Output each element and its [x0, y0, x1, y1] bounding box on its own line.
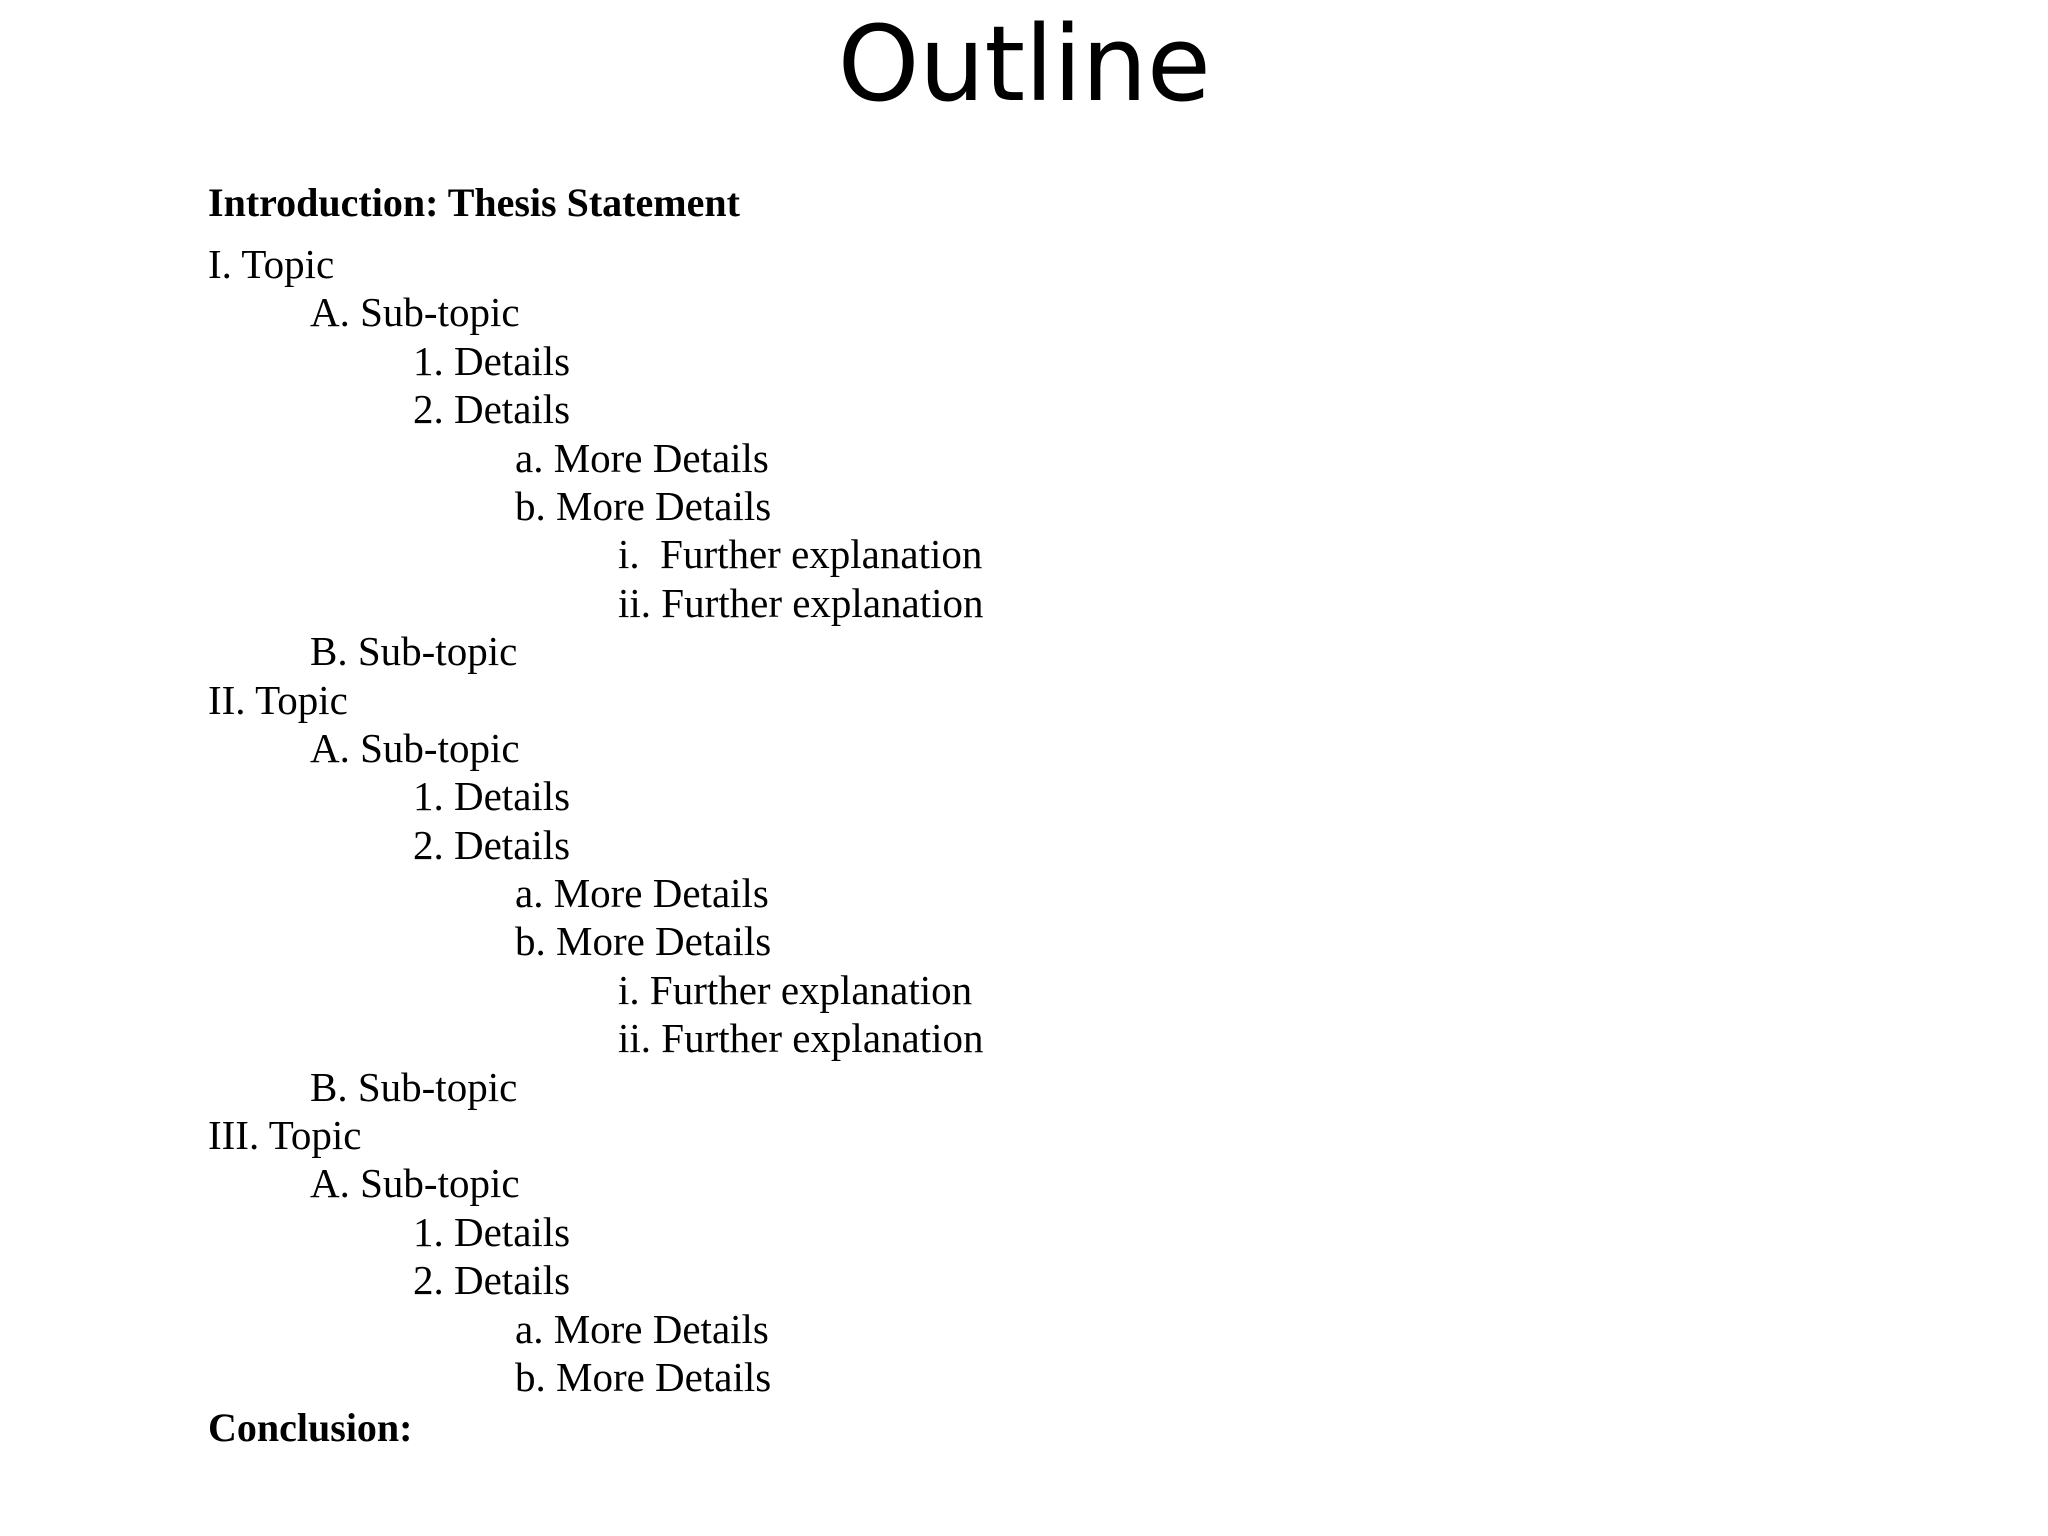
outline-item: b. More Details — [515, 918, 772, 965]
outline-item: a. More Details — [515, 434, 769, 481]
outline-heading: Introduction: Thesis Statement — [208, 180, 740, 225]
outline-item: a. More Details — [515, 870, 769, 917]
outline-item: 1. Details — [413, 1208, 571, 1255]
outline-item: ii. Further explanation — [618, 579, 984, 626]
outline-item: b. More Details — [515, 1353, 772, 1400]
outline-item: b. More Details — [515, 482, 772, 529]
outline-heading: Conclusion: — [208, 1405, 413, 1451]
outline-item: A. Sub-topic — [310, 724, 520, 771]
outline-item: I. Topic — [208, 241, 335, 287]
outline-item: 2. Details — [413, 386, 571, 433]
outline-item: III. Topic — [208, 1112, 362, 1159]
outline-item: 1. Details — [413, 337, 571, 384]
outline-item: i. Further explanation — [618, 531, 983, 578]
outline-item: 1. Details — [413, 773, 571, 820]
outline-item: a. More Details — [515, 1305, 769, 1352]
outline-item: 2. Details — [413, 821, 571, 868]
outline-item: B. Sub-topic — [310, 1063, 518, 1110]
outline-item: B. Sub-topic — [310, 628, 518, 675]
outline-item: ii. Further explanation — [618, 1015, 984, 1062]
outline-item: A. Sub-topic — [310, 1160, 520, 1207]
outline-item: 2. Details — [413, 1257, 571, 1304]
outline-item: II. Topic — [208, 676, 348, 723]
outline-item: i. Further explanation — [618, 966, 973, 1013]
page-title: Outline — [837, 3, 1211, 125]
outline-item: A. Sub-topic — [310, 289, 520, 336]
